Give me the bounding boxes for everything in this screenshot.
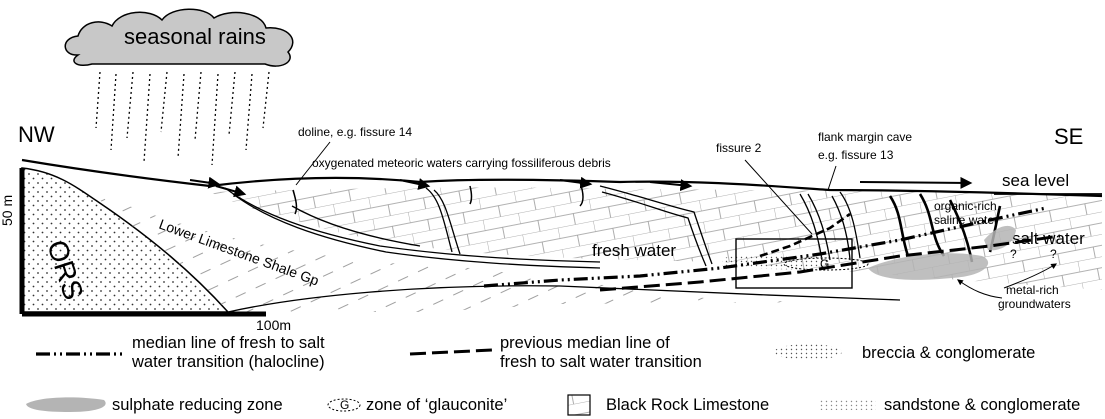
flow-arrows	[189, 176, 973, 198]
metal-rich-label-1: metal-rich	[1006, 283, 1059, 297]
sulphate-zone	[868, 253, 989, 280]
legend-sulphate-swatch	[26, 397, 106, 412]
vertical-scale-label: 50 m	[0, 195, 15, 226]
legend-glauconite-swatch	[327, 398, 361, 412]
organic-rich-label-2: saline water	[934, 213, 998, 227]
previous-median-line	[599, 234, 1061, 292]
unknown-mark-2: ?	[1050, 247, 1057, 261]
glauconite-g: G	[820, 257, 829, 271]
legend-glauconite-label: zone of ‘glauconite’	[366, 396, 507, 414]
nw-label: NW	[18, 122, 55, 147]
legend-sulphate-label: sulphate reducing zone	[112, 396, 283, 414]
sea-level-label: sea level	[1002, 171, 1069, 190]
legend-previous-swatch	[409, 348, 493, 356]
legend-breccia-swatch	[774, 344, 842, 360]
legend-breccia-label: breccia & conglomerate	[862, 344, 1035, 362]
ground-surface	[21, 158, 1103, 198]
doline-label: doline, e.g. fissure 14	[298, 125, 412, 139]
legend-halocline-line1: median line of fresh to salt	[132, 334, 325, 352]
legend-sandstone-swatch	[820, 400, 876, 410]
metal-rich-label-2: groundwaters	[998, 297, 1071, 311]
legend-limestone-swatch	[567, 394, 591, 416]
legend-previous-line2: fresh to salt water transition	[500, 353, 702, 371]
fissure2-label: fissure 2	[716, 141, 762, 155]
legend: median line of fresh to salt water trans…	[26, 334, 1080, 416]
legend-limestone-label: Black Rock Limestone	[606, 396, 769, 414]
flank-cave-label-1: flank margin cave	[818, 130, 912, 144]
shale-unit	[90, 190, 820, 312]
horizontal-scale-label: 100m	[256, 317, 291, 333]
se-label: SE	[1054, 124, 1083, 149]
detail-box	[735, 238, 853, 289]
rain-streaks	[95, 71, 270, 166]
unknown-mark-1: ?	[1010, 247, 1017, 261]
cave-passages	[224, 185, 861, 269]
rain-cloud: seasonal rains	[64, 8, 294, 67]
organic-rich-label-1: organic-rich	[934, 199, 997, 213]
cloud-label: seasonal rains	[124, 24, 266, 49]
legend-halocline-line2: water transition (halocline)	[131, 353, 325, 371]
legend-glauconite-symbol: G	[340, 398, 349, 412]
fresh-water-label: fresh water	[592, 241, 676, 260]
legend-previous-line1: previous median line of	[500, 334, 670, 352]
legend-sandstone-label: sandstone & conglomerate	[884, 396, 1080, 414]
meteoric-label: oxygenated meteoric waters carrying foss…	[312, 156, 611, 170]
flank-cave-label-2: e.g. fissure 13	[818, 148, 894, 162]
glauconite-zone	[783, 257, 869, 271]
